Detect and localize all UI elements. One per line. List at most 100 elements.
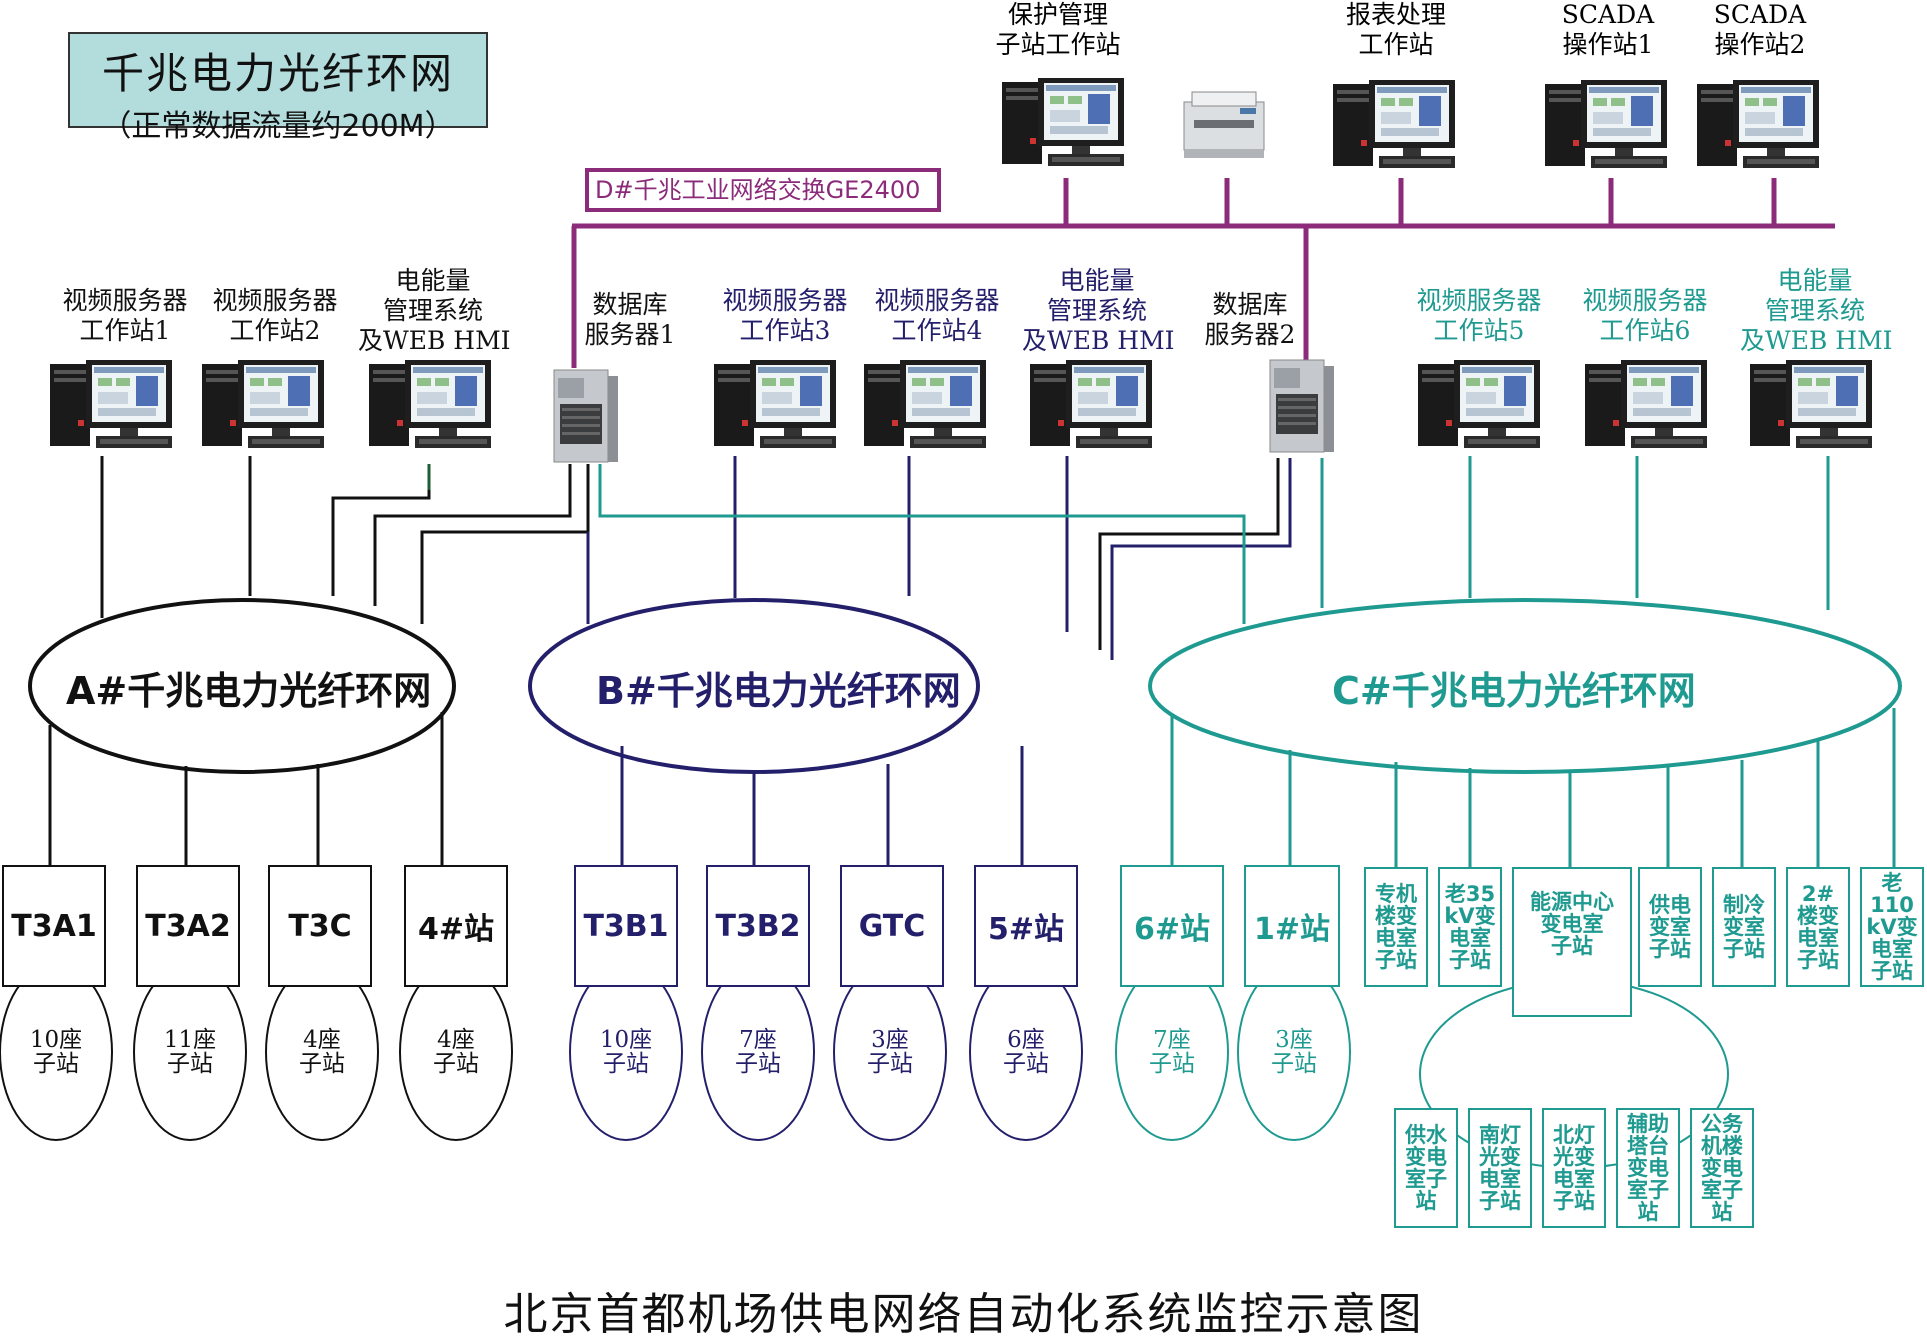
c-station-line: 制冷	[1723, 893, 1765, 917]
mid-device-label-line: 管理系统	[1046, 296, 1147, 325]
c-station-line: 能源中心	[1530, 890, 1614, 914]
c-station-line: 子站	[1649, 937, 1691, 961]
c-station-line: 变室	[1649, 915, 1691, 939]
energy-sub-station: 辅助 塔台 变电 室子 站	[1616, 1108, 1680, 1228]
energy-sub-line: 电室	[1553, 1167, 1595, 1191]
energy-sub-station: 公务 机楼 变电 室子 站	[1690, 1108, 1754, 1228]
mid-device-label-line: 管理系统	[382, 296, 483, 325]
c-station-line: 老110	[1870, 871, 1914, 917]
c-station-line: 楼变	[1375, 904, 1417, 928]
substation-count-line: 子站	[735, 1051, 781, 1077]
substation-count-line: 10座	[599, 1027, 653, 1053]
c-station-line: 电室	[1797, 926, 1839, 950]
top-device-label-line: 操作站1	[1562, 30, 1654, 59]
substation-count-line: 10座	[29, 1027, 83, 1053]
title-sub: （正常数据流量约200M）	[101, 109, 455, 144]
station-box: 4#站	[404, 865, 508, 987]
station-box: T3B2	[706, 865, 810, 987]
energy-sub-line: 北灯	[1553, 1123, 1595, 1147]
c-station-line: 供电	[1649, 893, 1691, 917]
substation-count-line: 7座	[739, 1027, 777, 1053]
mid-device-label-line: 数据库	[592, 290, 668, 319]
mid-device-label-line: 及WEB HMI	[358, 326, 511, 355]
energy-sub-line: 室子	[1701, 1178, 1743, 1202]
ring-a-label: A#千兆电力光纤环网	[66, 669, 432, 713]
substation-count-line: 子站	[1003, 1051, 1049, 1077]
energy-sub-line: 子站	[1553, 1189, 1595, 1213]
c-station-line: kV变	[1444, 904, 1496, 928]
mid-device-label-line: 电能量	[395, 266, 471, 295]
c-station-line: 变电室	[1540, 912, 1604, 936]
substation-count: 4座子站	[420, 1028, 492, 1076]
c-station-line: 电室	[1375, 926, 1417, 950]
mid-device-label-line: 工作站6	[1599, 316, 1691, 345]
substation-count: 6座子站	[990, 1028, 1062, 1076]
mid-device-label-line: 及WEB HMI	[1022, 326, 1175, 355]
energy-sub-line: 光变	[1553, 1145, 1595, 1169]
energy-sub-line: 光变	[1479, 1145, 1521, 1169]
substation-count: 4座子站	[286, 1028, 358, 1076]
energy-sub-line: 机楼	[1701, 1134, 1743, 1158]
c-station-line: 电室	[1871, 937, 1913, 961]
ring-b-label: B#千兆电力光纤环网	[596, 669, 961, 713]
substation-count-line: 子站	[33, 1051, 79, 1077]
energy-sub-line: 站	[1711, 1200, 1733, 1224]
mid-device-label: 视频服务器 工作站6	[1570, 286, 1720, 346]
energy-sub-line: 变电	[1701, 1156, 1743, 1180]
mid-device-label: 数据库 服务器2	[1192, 290, 1308, 350]
c-vertical-station: 专机 楼变 电室 子站	[1364, 867, 1428, 987]
c-station-line: 子站	[1375, 948, 1417, 972]
mid-device-label-line: 视频服务器	[874, 286, 1000, 315]
energy-sub-line: 塔台	[1627, 1134, 1669, 1158]
mid-device-label-line: 服务器1	[584, 320, 676, 349]
station-box: 5#站	[974, 865, 1078, 987]
c-vertical-station: 2# 楼变 电室 子站	[1786, 867, 1850, 987]
station-box: T3A2	[136, 865, 240, 987]
substation-count-line: 子站	[299, 1051, 345, 1077]
energy-sub-line: 供水	[1405, 1123, 1447, 1147]
c-station-line: kV变	[1866, 915, 1918, 939]
top-device-label-line: 保护管理	[1007, 0, 1108, 29]
diagram-caption: 北京首都机场供电网络自动化系统监控示意图	[503, 1289, 1424, 1340]
substation-count-line: 4座	[303, 1027, 341, 1053]
mid-device-label: 视频服务器 工作站4	[862, 286, 1012, 346]
top-device-label-line: 操作站2	[1714, 30, 1806, 59]
substation-count: 10座子站	[590, 1028, 662, 1076]
substation-count-line: 4座	[437, 1027, 475, 1053]
top-device-label-line: 报表处理	[1345, 0, 1446, 29]
substation-count: 10座子站	[20, 1028, 92, 1076]
mid-device-label-line: 工作站5	[1433, 316, 1525, 345]
mid-device-label: 视频服务器 工作站1	[50, 286, 200, 346]
mid-device-label: 数据库 服务器1	[572, 290, 688, 350]
c-station-line: 子站	[1723, 937, 1765, 961]
c-vertical-station: 能源中心 变电室 子站	[1512, 867, 1632, 1017]
energy-sub-station: 南灯 光变 电室 子站	[1468, 1108, 1532, 1228]
station-box: 6#站	[1120, 865, 1224, 987]
substation-count-line: 11座	[163, 1027, 217, 1053]
mid-device-label: 视频服务器 工作站3	[710, 286, 860, 346]
energy-sub-line: 子站	[1479, 1189, 1521, 1213]
c-vertical-station: 老35 kV变 电室 子站	[1438, 867, 1502, 987]
substation-count: 3座子站	[1258, 1028, 1330, 1076]
mid-device-label-line: 视频服务器	[1582, 286, 1708, 315]
station-box: GTC	[840, 865, 944, 987]
mid-device-label-line: 管理系统	[1764, 296, 1865, 325]
top-device-label-line: SCADA	[1713, 0, 1807, 29]
energy-sub-line: 电室	[1479, 1167, 1521, 1191]
energy-sub-station: 供水 变电 室子 站	[1394, 1108, 1458, 1228]
mid-device-label-line: 工作站1	[79, 316, 171, 345]
substation-count-line: 7座	[1153, 1027, 1191, 1053]
substation-count-line: 3座	[871, 1027, 909, 1053]
top-device-label: 保护管理 子站工作站	[988, 0, 1128, 60]
station-box: T3A1	[2, 865, 106, 987]
substation-count: 7座子站	[722, 1028, 794, 1076]
substation-count: 3座子站	[854, 1028, 926, 1076]
mid-device-label-line: 电能量	[1777, 266, 1853, 295]
c-vertical-station: 供电 变室 子站	[1638, 867, 1702, 987]
c-vertical-station: 老110 kV变 电室 子站	[1860, 867, 1924, 987]
mid-device-label-line: 工作站3	[739, 316, 831, 345]
c-vertical-station: 制冷 变室 子站	[1712, 867, 1776, 987]
mid-device-label: 电能量 管理系统 及WEB HMI	[358, 266, 511, 356]
station-box: T3B1	[574, 865, 678, 987]
